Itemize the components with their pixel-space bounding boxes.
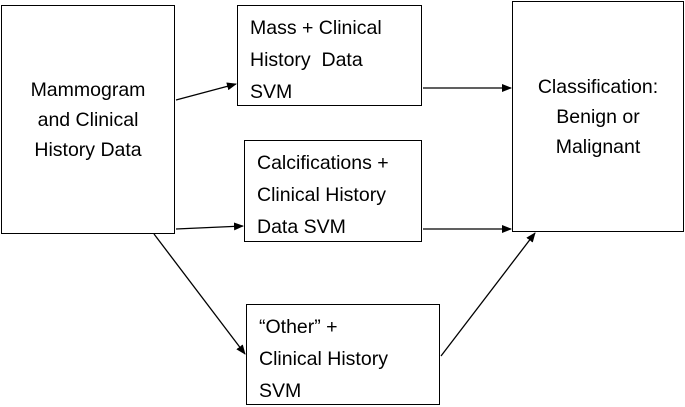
- calcifications-line-3: Data SVM: [257, 216, 346, 238]
- calcifications-line-2: Clinical History: [257, 184, 386, 206]
- mass-line-3: SVM: [250, 81, 293, 103]
- other-line-1: “Other” +: [259, 316, 338, 338]
- other-line-2: Clinical History: [259, 348, 388, 370]
- other-svm-box: “Other” + Clinical History SVM: [246, 304, 440, 405]
- input-line-1: Mammogram: [30, 78, 146, 101]
- output-line-2: Benign or: [556, 105, 640, 128]
- mass-svm-box: Mass + Clinical History Data SVM: [237, 5, 422, 106]
- calcifications-svm-box: Calcifications + Clinical History Data S…: [244, 140, 422, 242]
- mass-line-1: Mass + Clinical: [250, 17, 382, 39]
- input-line-3: History Data: [34, 138, 142, 161]
- output-line-1: Classification:: [537, 75, 659, 98]
- mass-line-2: History Data: [250, 49, 363, 71]
- other-line-3: SVM: [259, 380, 302, 402]
- output-line-3: Malignant: [555, 135, 641, 158]
- calcifications-line-1: Calcifications +: [257, 152, 389, 174]
- input-line-2: and Clinical: [37, 108, 139, 131]
- arrow-input-to-mass: [175, 82, 237, 101]
- arrow-other-to-classification: [440, 232, 536, 357]
- input-mammogram-box: Mammogram and Clinical History Data: [1, 5, 175, 234]
- classification-output-box: Classification: Benign or Malignant: [512, 1, 684, 232]
- arrow-input-to-calcifications: [175, 222, 244, 231]
- arrow-input-to-other: [153, 233, 246, 355]
